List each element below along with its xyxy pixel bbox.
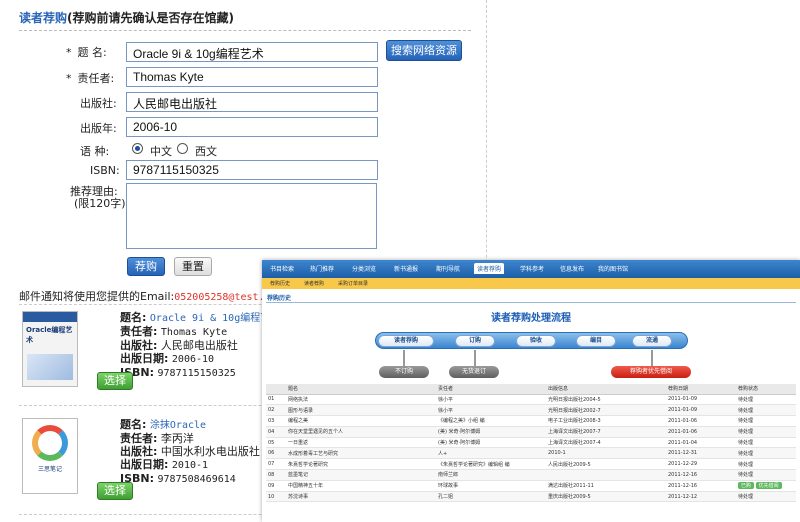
search-web-button[interactable]: 搜索网络资源 [386, 40, 462, 61]
nav-item[interactable]: 分类浏览 [352, 266, 377, 273]
isbn-label: ISBN: [90, 164, 120, 177]
select-button-2[interactable]: 选择 [97, 482, 133, 500]
subnav-item[interactable]: 读者荐购 [304, 281, 325, 287]
outcome-no-order: 不订购 [379, 366, 429, 378]
nav-item[interactable]: 信息发布 [560, 266, 585, 273]
nav-item[interactable]: 书目检索 [270, 266, 295, 273]
book-info-2: 题名: 涂抹Oracle 责任者: 李丙洋 出版社: 中国水利水电出版社 出版日… [120, 418, 260, 485]
year-label: 出版年: [80, 122, 117, 135]
year-input[interactable]: 2006-10 [126, 117, 378, 137]
subnav-item[interactable]: 荐购历史 [270, 281, 291, 287]
flow-title: 读者荐购处理流程 [491, 313, 571, 324]
flow-step: 订购 [455, 335, 495, 347]
title-input[interactable]: Oracle 9i & 10g编程艺术 [126, 42, 378, 62]
isbn-input[interactable]: 9787115150325 [126, 160, 378, 180]
book-divider [19, 405, 481, 406]
flow-arrow [651, 350, 653, 366]
overlay-subnav: 荐购历史 读者荐购 采购订单目录 [262, 278, 800, 289]
book-title-link-2[interactable]: 涂抹Oracle [149, 420, 207, 431]
reset-button[interactable]: 重置 [174, 257, 212, 276]
nav-item-active[interactable]: 读者荐购 [474, 263, 505, 274]
subnav-item[interactable]: 采购订单目录 [338, 281, 369, 287]
status-badge: 已购 [738, 482, 755, 490]
author-label: *责任者: [66, 72, 115, 85]
nav-item[interactable]: 期刊导航 [436, 266, 461, 273]
flow-step: 读者荐购 [378, 335, 434, 347]
priority-badge: 优先借阅 [755, 482, 782, 490]
outcome-priority-loan: 荐购者优先借阅 [611, 366, 691, 378]
reason-label: 推荐理由: [70, 185, 118, 198]
tab-underline [266, 302, 796, 303]
flow-step: 验收 [516, 335, 556, 347]
nav-item[interactable]: 学科参考 [520, 266, 545, 273]
book-cover-2: 三思笔记 [22, 418, 78, 494]
author-input[interactable]: Thomas Kyte [126, 67, 378, 87]
book-cover-1: Oracle编程艺术 [22, 311, 78, 387]
lang-chinese-radio[interactable] [132, 143, 143, 154]
book-info-1: 题名: Oracle 9i & 10g编程艺术 责任者: Thomas Kyte… [120, 311, 281, 379]
title-label: *题 名: [66, 46, 107, 59]
select-button-1[interactable]: 选择 [97, 372, 133, 390]
publisher-input[interactable]: 人民邮电出版社 [126, 92, 378, 112]
lang-western-radio[interactable] [177, 143, 188, 154]
list-divider [19, 304, 481, 305]
reason-hint: (限120字) [74, 197, 126, 210]
flow-step: 编目 [576, 335, 616, 347]
page-title: 读者荐购(荐购前请先确认是否存在馆藏) [19, 11, 234, 25]
lang-chinese-label: 中文 [150, 145, 172, 158]
nav-item[interactable]: 热门推荐 [310, 266, 335, 273]
outcome-out-of-stock: 无货退订 [449, 366, 499, 378]
nav-item[interactable]: 新书通报 [394, 266, 419, 273]
language-label: 语 种: [80, 145, 110, 158]
lang-western-label: 西文 [195, 145, 217, 158]
history-tab[interactable]: 荐购历史 [267, 295, 292, 302]
title-divider [19, 30, 471, 31]
flow-step: 流通 [632, 335, 672, 347]
recommend-history-screenshot: 书目检索 热门推荐 分类浏览 新书通报 期刊导航 读者荐购 学科参考 信息发布 … [262, 260, 800, 522]
reason-textarea[interactable] [126, 183, 377, 249]
overlay-nav: 书目检索 热门推荐 分类浏览 新书通报 期刊导航 读者荐购 学科参考 信息发布 … [262, 260, 800, 278]
book-divider-2 [19, 514, 481, 515]
publisher-label: 出版社: [80, 97, 117, 110]
submit-button[interactable]: 荐购 [127, 257, 165, 276]
book-title-link-1[interactable]: Oracle 9i & 10g编程艺术 [149, 313, 281, 324]
flow-arrow [474, 350, 476, 366]
flow-arrow [403, 350, 405, 366]
nav-item[interactable]: 我的图书馆 [598, 266, 629, 273]
email-notice: 邮件通知将使用您提供的Email:052005258@test.com [19, 290, 283, 303]
